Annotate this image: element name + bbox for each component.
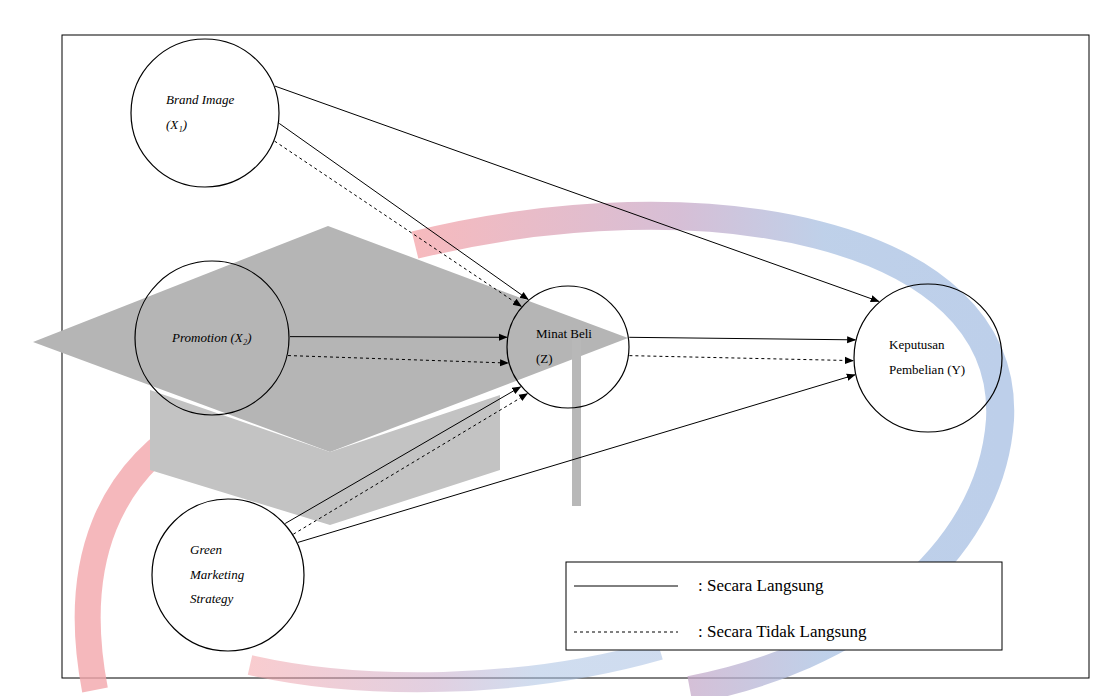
- node-label: Keputusan Pembelian (Y): [889, 333, 967, 382]
- direct-arrow: [285, 387, 520, 524]
- direct-arrow: [629, 337, 855, 340]
- indirect-arrow: [288, 356, 508, 364]
- legend-label: : Secara Tidak Langsung: [698, 622, 867, 642]
- swoosh-arc: [250, 650, 660, 682]
- legend-solid-sample: [574, 586, 678, 587]
- direct-arrow: [290, 336, 507, 338]
- indirect-arrow: [629, 356, 853, 361]
- legend-dashed-sample: [574, 632, 678, 633]
- construct-circle: Brand Image (X₁): [130, 38, 280, 188]
- indirect-arrow: [293, 394, 527, 534]
- construct-circle: Keputusan Pembelian (Y): [853, 283, 1003, 433]
- node-label: Promotion (X₂): [172, 326, 252, 351]
- construct-circle: Green Marketing Strategy: [151, 498, 305, 652]
- direct-arrow: [298, 375, 855, 543]
- direct-arrow: [279, 123, 528, 299]
- circle-outline: [506, 285, 630, 409]
- cap-base: [150, 390, 500, 525]
- construct-circle: Minat Beli (Z): [506, 285, 630, 409]
- legend-label: : Secara Langsung: [698, 576, 824, 596]
- cap-tassel: [572, 338, 581, 506]
- legend-box: [566, 562, 1002, 650]
- circle-outline: [130, 38, 280, 188]
- node-label: Green Marketing Strategy: [190, 538, 266, 612]
- circle-outline: [853, 283, 1003, 433]
- indirect-arrow: [275, 141, 522, 306]
- node-label: Brand Image (X₁): [166, 88, 244, 137]
- construct-circle: Promotion (X₂): [134, 260, 290, 416]
- cap-top: [33, 226, 628, 452]
- direct-arrow: [275, 86, 879, 301]
- node-label: Minat Beli (Z): [536, 322, 600, 371]
